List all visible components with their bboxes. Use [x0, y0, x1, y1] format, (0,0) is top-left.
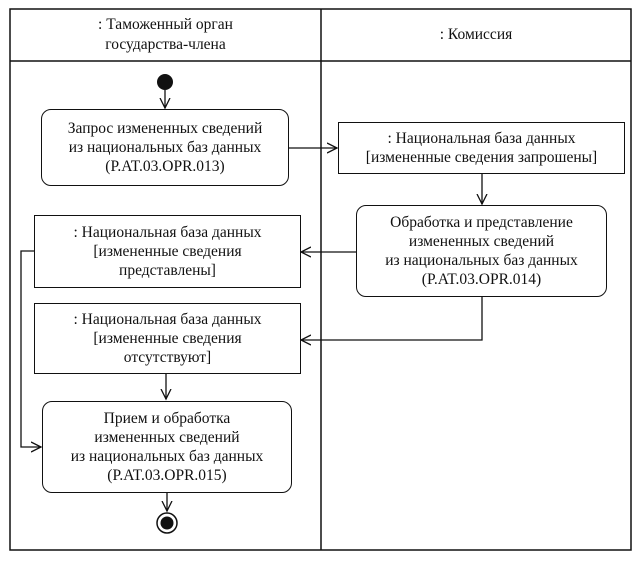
flow-presented-to-a015	[20, 250, 41, 447]
flow-a014-to-absent	[301, 296, 483, 340]
node-text-line: [измененные сведения	[93, 330, 242, 347]
node-text-line: [измененные сведения	[93, 243, 242, 260]
object-db-presented: : Национальная база данных [измененные с…	[34, 215, 301, 288]
node-text-line: из национальных баз данных	[70, 448, 264, 465]
lane-title-commission: : Комиссия	[321, 9, 631, 61]
node-text-line: (P.AT.03.OPR.015)	[107, 467, 227, 484]
node-text-line: : Национальная база данных	[387, 130, 576, 147]
node-text-line: Прием и обработка	[103, 410, 231, 427]
node-text-line: отсутствуют]	[123, 349, 212, 366]
node-text-line: измененных сведений	[94, 429, 240, 446]
action-request-changed-data: Запрос измененных сведений из национальн…	[41, 109, 289, 186]
node-text-line: (P.AT.03.OPR.014)	[421, 271, 542, 288]
action-process-and-present: Обработка и представление измененных све…	[356, 205, 607, 297]
action-receive-and-process: Прием и обработка измененных сведений из…	[42, 401, 292, 493]
lane-title-customs: : Таможенный орган государства-члена	[10, 9, 321, 61]
node-text-line: из национальных баз данных	[68, 139, 262, 156]
node-text-line: : Национальная база данных	[73, 224, 262, 241]
lane-title-line: : Комиссия	[439, 26, 513, 43]
node-text-line: измененных сведений	[408, 233, 555, 250]
node-text-line: Запрос измененных сведений	[67, 120, 263, 137]
node-text-line: из национальных баз данных	[385, 252, 578, 269]
node-text-line: Обработка и представление	[390, 214, 573, 231]
node-text-line: [измененные сведения запрошены]	[365, 149, 598, 166]
node-text-line: представлены]	[119, 262, 216, 279]
final-node	[156, 512, 178, 534]
node-text-line: : Национальная база данных	[73, 311, 262, 328]
lane-title-line: : Таможенный орган	[98, 16, 233, 33]
initial-node	[157, 74, 173, 90]
object-db-absent: : Национальная база данных [измененные с…	[34, 303, 301, 374]
lane-title-line: государства-члена	[105, 36, 226, 53]
object-db-requested: : Национальная база данных [измененные с…	[338, 122, 625, 174]
node-text-line: (P.AT.03.OPR.013)	[105, 158, 225, 175]
